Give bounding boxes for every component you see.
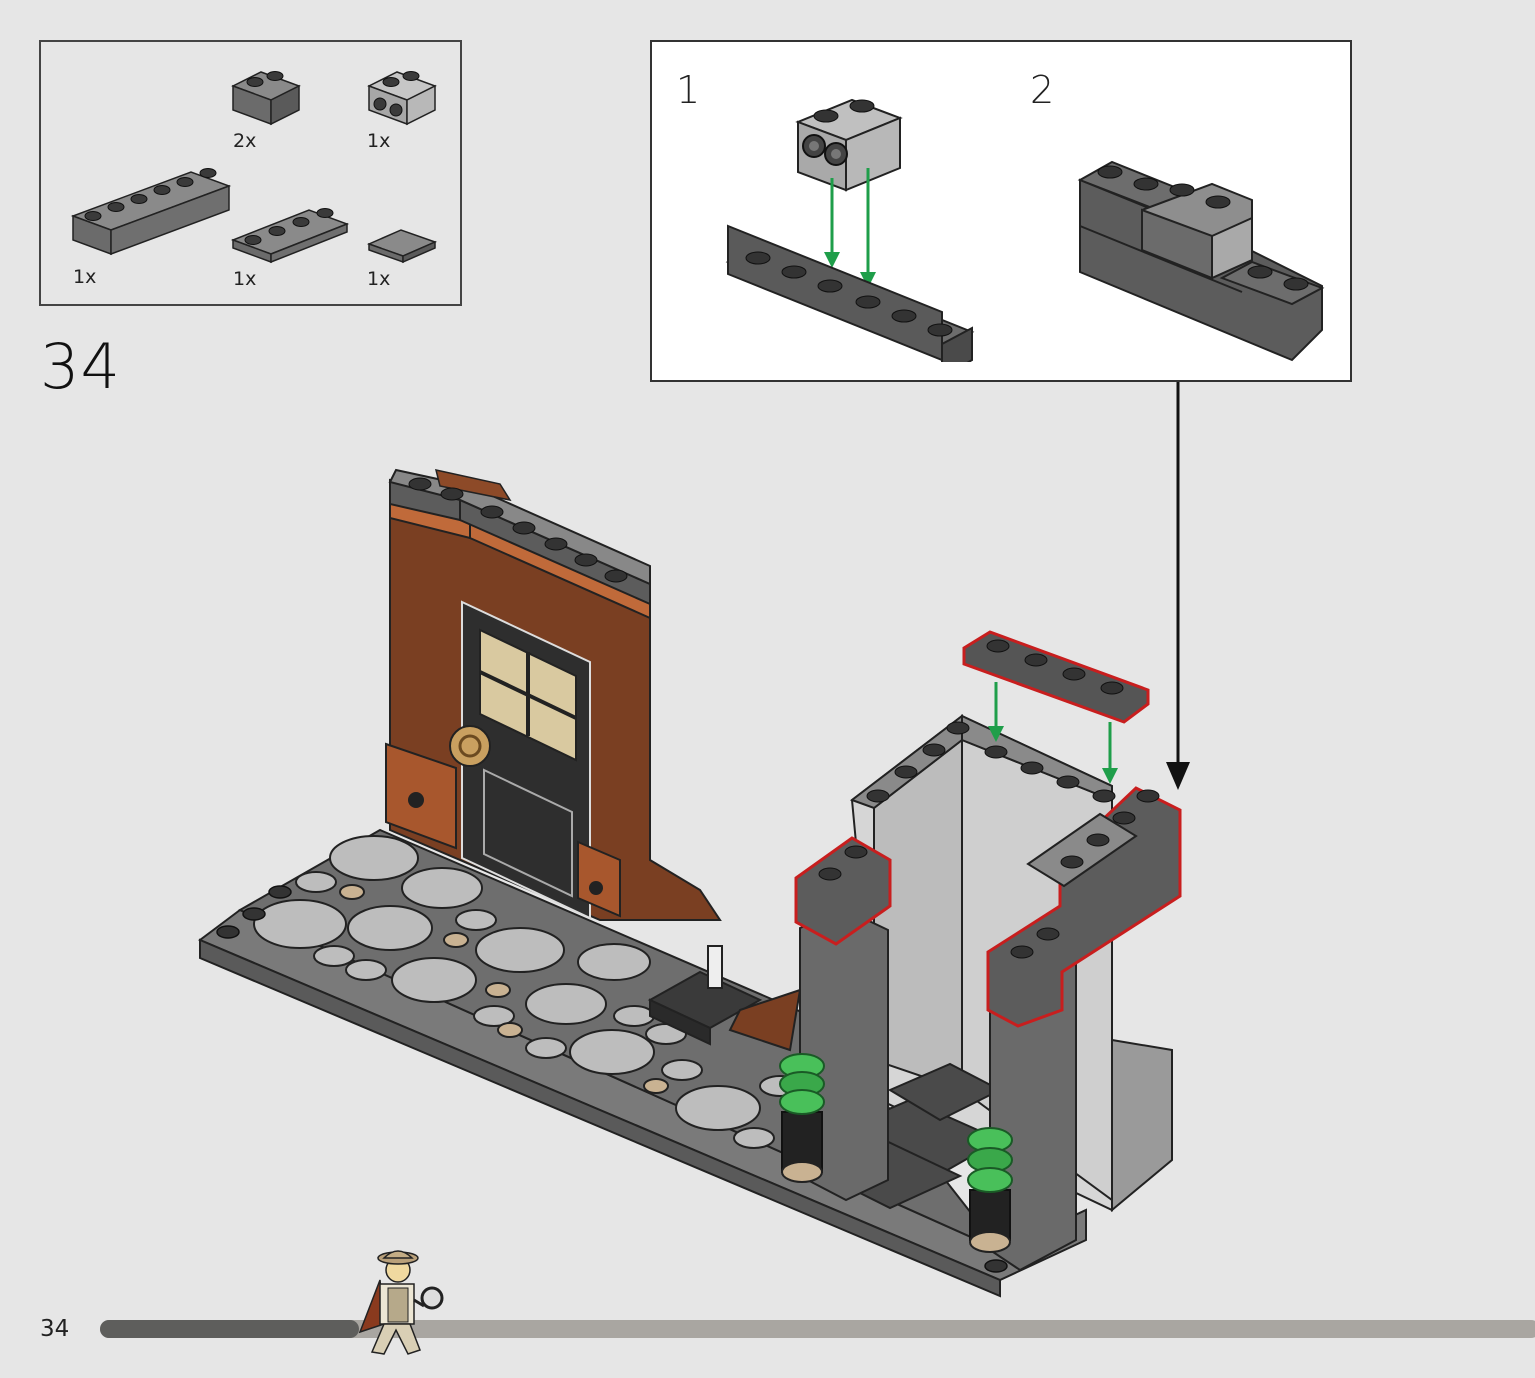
part-qty: 1x <box>233 268 257 290</box>
brown-wall <box>385 468 722 921</box>
tile-1x2-dark-grey-icon <box>366 229 438 264</box>
new-plate-1x4 <box>962 630 1150 724</box>
door-knob-icon <box>449 725 491 767</box>
door <box>461 600 591 920</box>
progress-bar <box>100 1320 1535 1338</box>
trans-green-light-right <box>967 1127 1013 1253</box>
lever-switch <box>647 945 802 1052</box>
sub-step-2-illustration <box>1077 160 1325 362</box>
green-arrow-icon <box>824 168 876 288</box>
brick-1x6-icon <box>725 224 975 362</box>
right-pillar <box>986 786 1182 1272</box>
brick-1x6-dark-grey-icon <box>70 168 232 256</box>
part-brick-1x2-studs-side-light-grey: 1x <box>367 66 437 152</box>
cobblestone-floor <box>253 835 801 1149</box>
sub-assembly-callout: 1 2 <box>650 40 1352 382</box>
progress-bar-fill <box>100 1320 360 1338</box>
part-qty: 2x <box>233 130 257 152</box>
part-qty: 1x <box>367 268 391 290</box>
part-brick-1x6-dark-grey: 1x <box>70 164 232 288</box>
part-qty: 1x <box>367 130 391 152</box>
parts-list-callout: 2x 1x 1x <box>39 40 462 306</box>
tan-round-studs <box>339 884 669 1094</box>
part-tile-1x2-dark-grey: 1x <box>366 228 438 290</box>
sub-step-label-2: 2 <box>1030 68 1055 112</box>
green-arrow-icon <box>988 682 1118 784</box>
side-stud-brick-icon <box>795 98 903 192</box>
trans-green-light-left <box>779 1053 825 1183</box>
sub-step-1-illustration <box>725 98 975 362</box>
callout-arrow-icon <box>1166 382 1190 790</box>
brick-1x2-dark-grey-icon <box>231 71 301 126</box>
part-plate-1x4-dark-grey: 1x <box>230 200 351 290</box>
part-qty: 1x <box>73 266 97 288</box>
part-brick-1x2-dark-grey: 2x <box>231 66 301 152</box>
sub-step-label-1: 1 <box>676 68 701 112</box>
detective-minifig-icon <box>358 1250 444 1355</box>
brick-1x2-side-studs-icon <box>367 71 437 126</box>
page-number: 34 <box>40 1316 70 1342</box>
step-number: 34 <box>40 330 121 403</box>
plate-1x4-dark-grey-icon <box>230 208 350 264</box>
